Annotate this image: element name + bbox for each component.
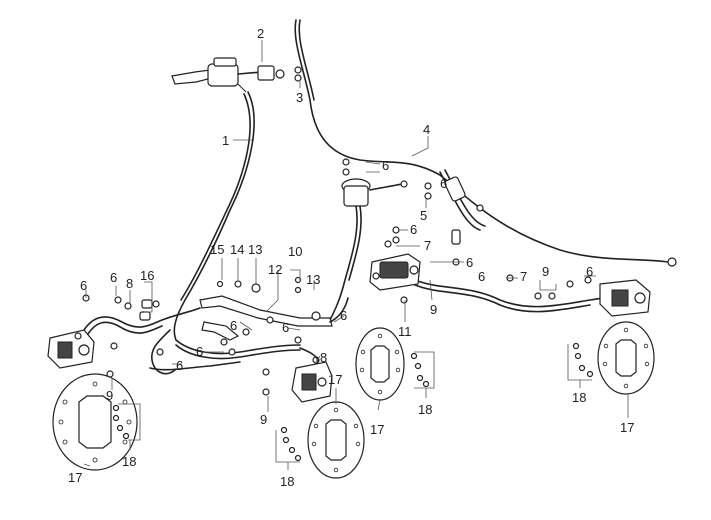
callout-17-left: 17 bbox=[68, 470, 82, 485]
callout-2: 2 bbox=[257, 26, 264, 41]
callout-6-lower-left: 6 bbox=[176, 358, 183, 373]
brake-hose-bracket bbox=[199, 276, 333, 341]
callout-6-bracket: 6 bbox=[230, 318, 237, 333]
callout-18-center: 18 bbox=[418, 402, 432, 417]
callout-6-left-2: 6 bbox=[110, 270, 117, 285]
callout-18-left: 18 bbox=[122, 454, 136, 469]
callout-14: 14 bbox=[230, 242, 244, 257]
disc-bolt-set-middle bbox=[275, 426, 302, 470]
callout-6-hose: 6 bbox=[340, 308, 347, 323]
callout-17-center: 17 bbox=[370, 422, 384, 437]
small-bolts bbox=[82, 158, 574, 396]
callout-7-distributor: 7 bbox=[424, 238, 431, 253]
callout-9-left: 9 bbox=[106, 388, 113, 403]
callout-16: 16 bbox=[140, 268, 154, 283]
callout-1: 1 bbox=[222, 133, 229, 148]
callout-6-reservoir: 6 bbox=[382, 158, 389, 173]
callout-6-bracket-2: 6 bbox=[282, 320, 289, 335]
callout-6-left: 6 bbox=[80, 278, 87, 293]
callout-9-center: 9 bbox=[430, 302, 437, 317]
callout-6-far-right: 6 bbox=[586, 264, 593, 279]
brake-disc-middle bbox=[307, 401, 365, 479]
hose-bracket-16 bbox=[139, 299, 160, 321]
callout-9-middle: 9 bbox=[260, 412, 267, 427]
callout-10: 10 bbox=[288, 244, 302, 259]
callout-13-center: 13 bbox=[306, 272, 320, 287]
master-cylinder-assembly bbox=[171, 57, 302, 93]
brake-fluid-reservoir bbox=[329, 178, 408, 321]
callout-7-right: 7 bbox=[520, 269, 527, 284]
callout-numbers: 1 2 3 4 5 6 6 6 7 6 6 7 9 6 9 11 10 12 1… bbox=[68, 26, 634, 489]
callout-8-left: 8 bbox=[126, 276, 133, 291]
callout-8-middle: 8 bbox=[320, 350, 327, 365]
callout-18-right: 18 bbox=[572, 390, 586, 405]
callout-6-lower-mid: 6 bbox=[196, 344, 203, 359]
disc-bolt-set-front-left bbox=[112, 403, 141, 450]
callout-9-right: 9 bbox=[542, 264, 549, 279]
brake-disc-rear-right bbox=[597, 321, 655, 395]
callout-18-middle: 18 bbox=[280, 474, 294, 489]
brake-disc-center bbox=[355, 327, 405, 401]
brake-hose-1 bbox=[173, 91, 255, 341]
callout-11: 11 bbox=[398, 324, 412, 339]
rear-brake-line bbox=[414, 279, 621, 308]
brake-cable-4 bbox=[294, 19, 669, 263]
leader-lines bbox=[83, 40, 629, 467]
callout-12: 12 bbox=[268, 262, 282, 277]
brake-distributor-unit bbox=[369, 253, 421, 291]
callout-6-right: 6 bbox=[478, 269, 485, 284]
callout-13-left: 13 bbox=[248, 242, 262, 257]
callout-6-distributor: 6 bbox=[410, 222, 417, 237]
brake-disc-front-left bbox=[52, 373, 138, 471]
disc-bolt-set-center bbox=[410, 351, 435, 398]
front-left-caliper bbox=[47, 329, 95, 369]
rear-right-caliper bbox=[584, 276, 651, 317]
callout-3: 3 bbox=[296, 90, 303, 105]
callout-17-middle: 17 bbox=[328, 372, 342, 387]
disc-bolt-set-rear-right bbox=[567, 342, 594, 388]
callout-15: 15 bbox=[210, 242, 224, 257]
callout-17-right: 17 bbox=[620, 420, 634, 435]
callout-6-upper-right: 6 bbox=[440, 176, 447, 191]
callout-6-mid-right: 6 bbox=[466, 255, 473, 270]
callout-5: 5 bbox=[420, 208, 427, 223]
cable-junction-right bbox=[444, 176, 484, 245]
callout-4: 4 bbox=[423, 122, 430, 137]
